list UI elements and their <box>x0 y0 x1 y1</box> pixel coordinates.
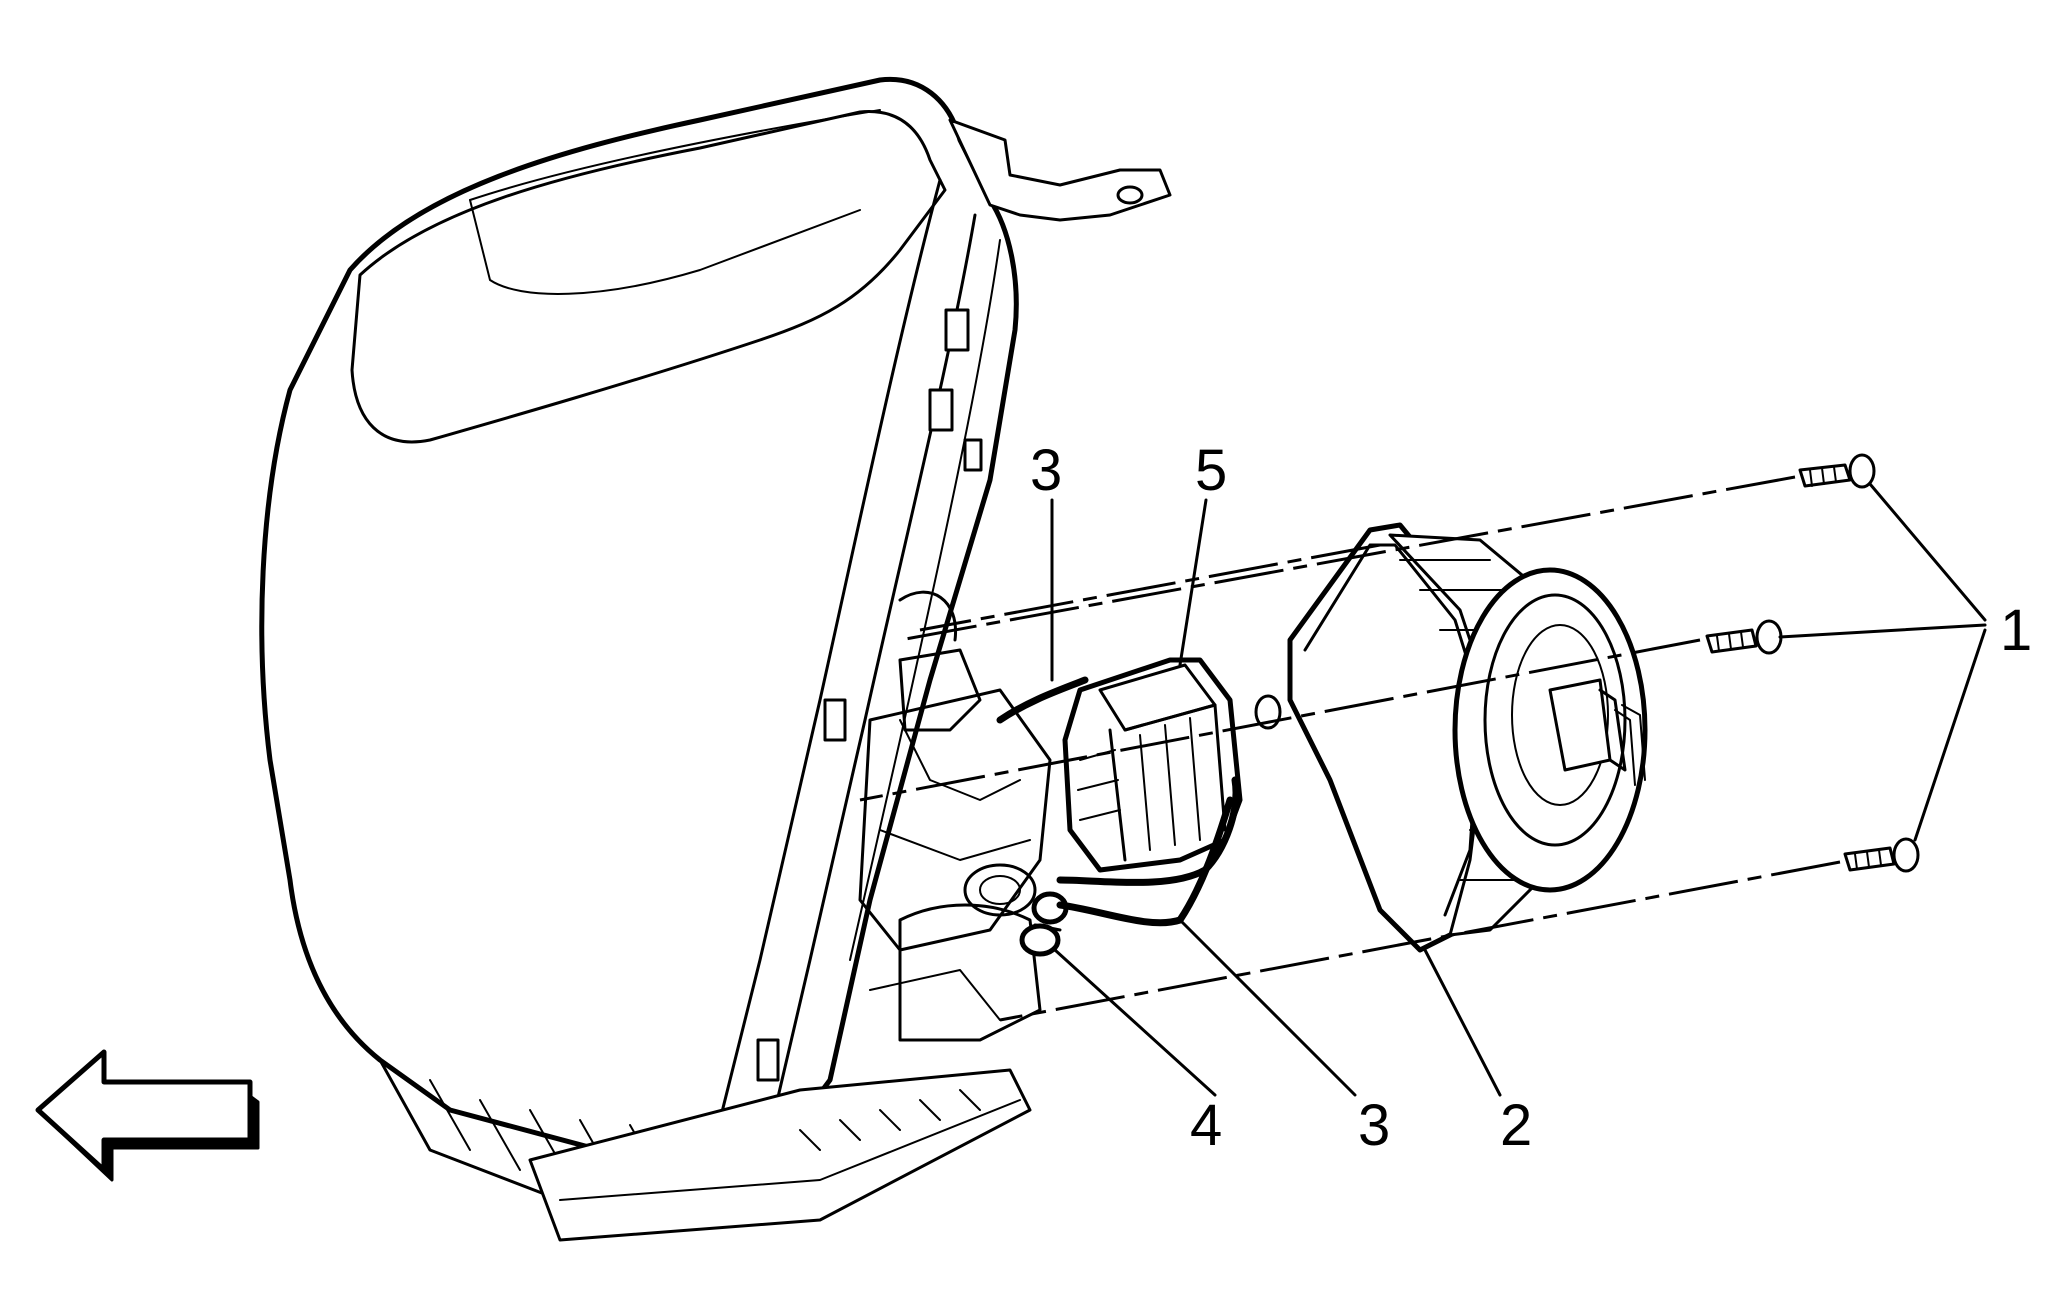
callout-3-bottom: 3 <box>1358 1093 1390 1158</box>
blower-motor-screws <box>1705 453 1920 873</box>
screw-top <box>1798 453 1876 489</box>
callout-3-top: 3 <box>1030 438 1062 503</box>
callout-4: 4 <box>1190 1093 1222 1158</box>
leader-lines <box>1050 482 1987 1097</box>
screw-bottom <box>1843 837 1920 873</box>
blower-motor-control-module <box>1062 657 1243 873</box>
blower-motor-assembly <box>1254 522 1648 953</box>
hvac-module-housing <box>259 76 1172 1242</box>
alignment-lines <box>859 475 1841 1022</box>
left-arrow-icon <box>35 1049 260 1182</box>
callout-5: 5 <box>1195 438 1227 503</box>
callout-2: 2 <box>1500 1093 1532 1158</box>
blower-motor-connector <box>1019 891 1069 957</box>
screw-middle <box>1705 619 1783 655</box>
callout-1: 1 <box>2000 598 2032 663</box>
